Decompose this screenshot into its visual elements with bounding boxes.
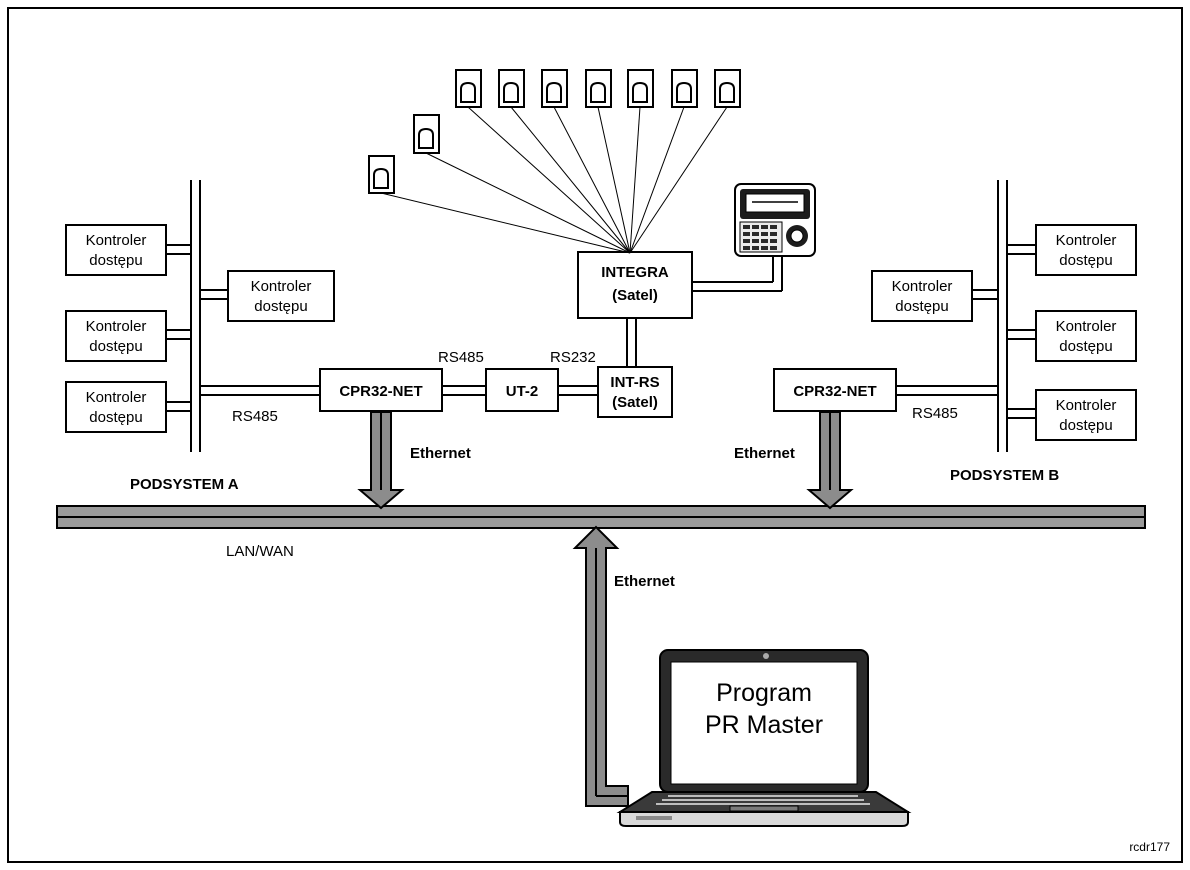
int-rs-line1: INT-RS <box>610 374 659 391</box>
integra-panel: INTEGRA (Satel) <box>577 251 693 319</box>
controller-label-line1: Kontroler <box>1056 318 1117 335</box>
link-intrs-integra <box>626 318 637 367</box>
integra-line1: INTEGRA <box>601 264 669 281</box>
controller-b1: Kontroler dostępu <box>1035 224 1137 276</box>
laptop-screen-line1: Program <box>716 679 812 707</box>
motion-sensor-icon <box>455 69 482 108</box>
ethernet-label-b: Ethernet <box>734 445 795 462</box>
link-ut2-intrs <box>558 385 598 396</box>
motion-sensor-icon <box>714 69 741 108</box>
sensor-wires <box>380 106 728 254</box>
controller-label-line2: dostępu <box>254 298 307 315</box>
motion-sensors <box>368 69 741 194</box>
controller-label-line2: dostępu <box>1059 338 1112 355</box>
controller-label-line2: dostępu <box>1059 252 1112 269</box>
ethernet-label-pc: Ethernet <box>614 573 675 590</box>
controller-b3: Kontroler dostępu <box>1035 389 1137 441</box>
subsystem-b-bus <box>896 180 1036 452</box>
link-integra-keypad <box>692 256 783 292</box>
controller-label-line1: Kontroler <box>892 278 953 295</box>
ut2-label: UT-2 <box>506 383 539 400</box>
controller-a2: Kontroler dostępu <box>65 310 167 362</box>
motion-sensor-icon <box>585 69 612 108</box>
controller-a3: Kontroler dostępu <box>65 381 167 433</box>
keypad-icon <box>734 183 816 257</box>
motion-sensor-icon <box>627 69 654 108</box>
controller-a1: Kontroler dostępu <box>65 224 167 276</box>
controller-label-line2: dostępu <box>1059 417 1112 434</box>
cpr32-net-a-label: CPR32-NET <box>339 383 422 400</box>
motion-sensor-icon <box>498 69 525 108</box>
int-rs-line2: (Satel) <box>612 394 658 411</box>
subsystem-a-bus-label: RS485 <box>232 408 278 425</box>
ethernet-arrow-a <box>357 411 405 510</box>
controller-label-line2: dostępu <box>89 409 142 426</box>
ethernet-arrow-b <box>806 411 854 510</box>
controller-label-line1: Kontroler <box>251 278 312 295</box>
controller-label-line1: Kontroler <box>1056 397 1117 414</box>
subsystem-a-title: PODSYSTEM A <box>130 476 239 493</box>
controller-label-line1: Kontroler <box>86 232 147 249</box>
rs232-label: RS232 <box>550 349 596 366</box>
controller-label-line2: dostępu <box>89 338 142 355</box>
controller-label-line2: dostępu <box>895 298 948 315</box>
page-border <box>7 7 1183 863</box>
controller-label-line1: Kontroler <box>86 318 147 335</box>
controller-label-line2: dostępu <box>89 252 142 269</box>
cpr32-net-b-label: CPR32-NET <box>793 383 876 400</box>
int-rs-module: INT-RS (Satel) <box>597 366 673 418</box>
motion-sensor-icon <box>671 69 698 108</box>
cpr32-net-b: CPR32-NET <box>773 368 897 412</box>
laptop-icon <box>616 649 912 827</box>
subsystem-a-bus <box>166 180 320 452</box>
ut2-converter: UT-2 <box>485 368 559 412</box>
laptop-screen-line2: PR Master <box>705 711 823 739</box>
motion-sensor-icon <box>368 155 395 194</box>
link-cpr-ut2 <box>442 385 486 396</box>
controller-a4: Kontroler dostępu <box>227 270 335 322</box>
integra-line2: (Satel) <box>612 287 658 304</box>
ethernet-label-a: Ethernet <box>410 445 471 462</box>
cpr32-net-a: CPR32-NET <box>319 368 443 412</box>
controller-b4: Kontroler dostępu <box>871 270 973 322</box>
rs485-label-ut2: RS485 <box>438 349 484 366</box>
motion-sensor-icon <box>541 69 568 108</box>
lan-label: LAN/WAN <box>226 543 294 560</box>
subsystem-b-title: PODSYSTEM B <box>950 467 1059 484</box>
motion-sensor-icon <box>413 114 440 154</box>
ethernet-arrow-pc <box>572 525 629 807</box>
controller-label-line1: Kontroler <box>1056 232 1117 249</box>
figure-code: rcdr177 <box>1129 840 1170 854</box>
controller-b2: Kontroler dostępu <box>1035 310 1137 362</box>
lan-bus <box>56 505 1146 529</box>
controller-label-line1: Kontroler <box>86 389 147 406</box>
subsystem-b-bus-label: RS485 <box>912 405 958 422</box>
